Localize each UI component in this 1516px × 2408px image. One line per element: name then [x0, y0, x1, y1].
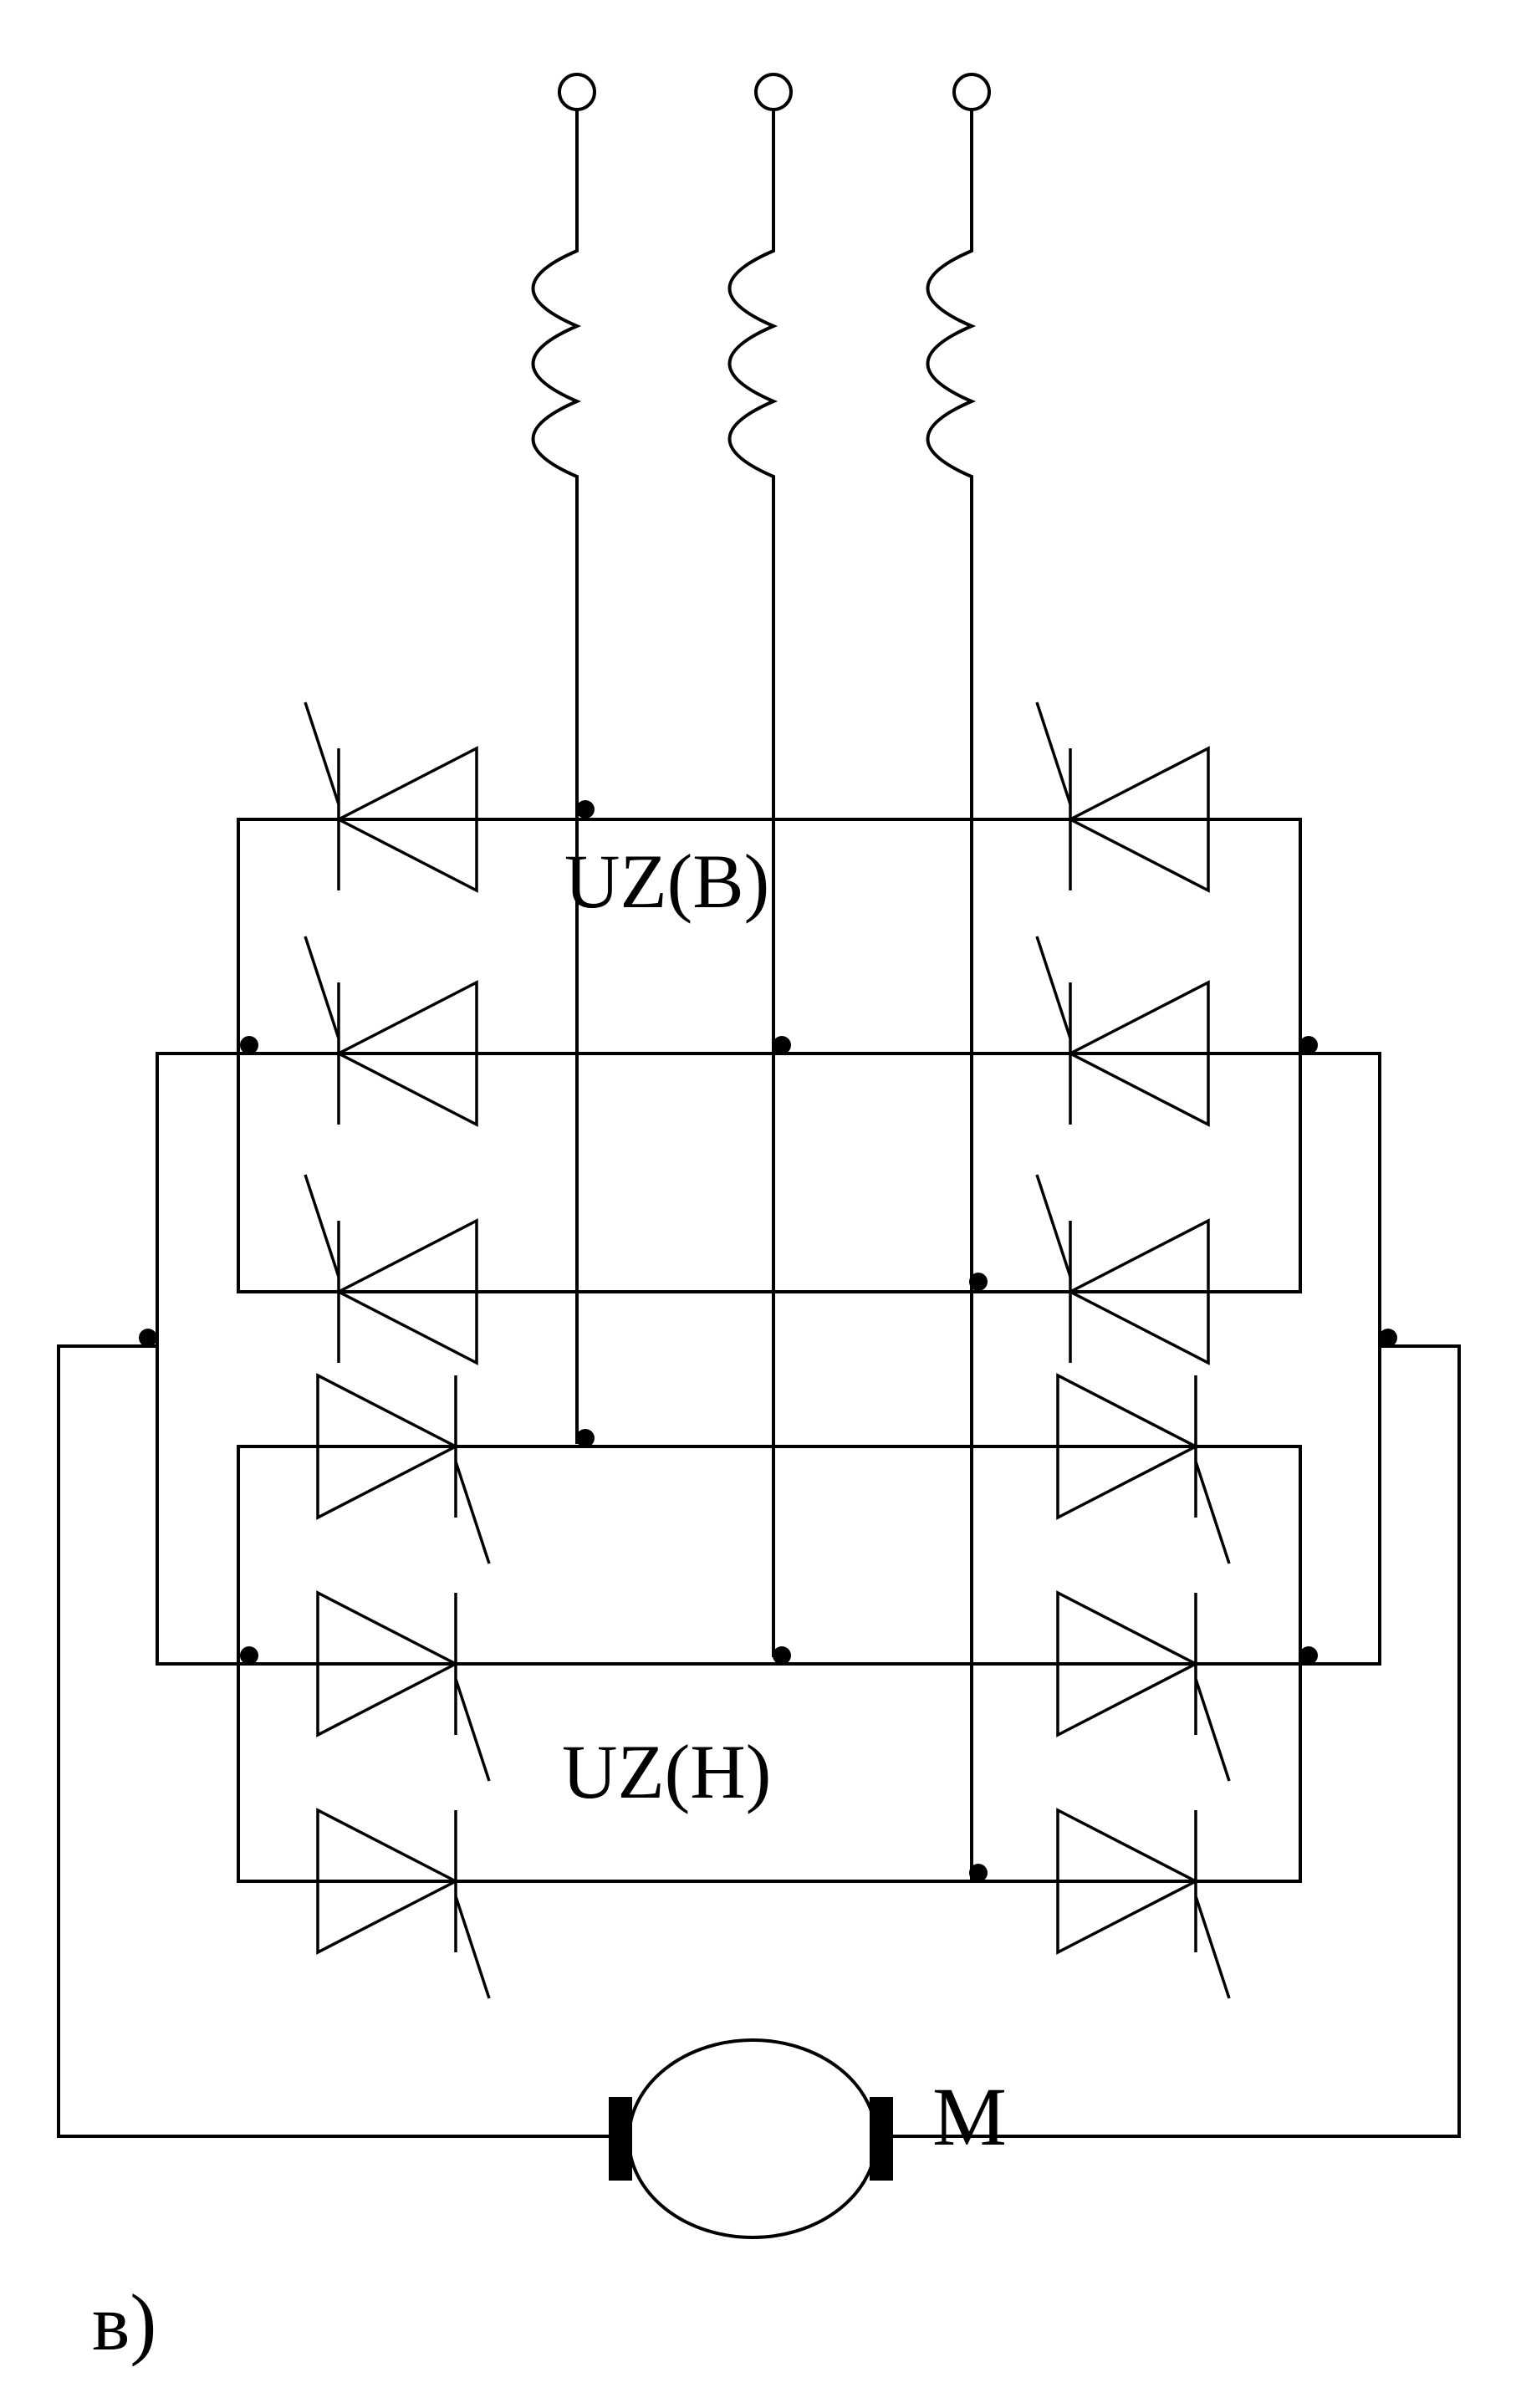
junction-dot [1299, 1646, 1318, 1665]
thyristor-lower-1 [316, 1373, 491, 1564]
reactor-phase-c [926, 108, 977, 821]
motor-right-lead [881, 1344, 1461, 2138]
thyristors [304, 701, 1231, 1999]
thyristor-upper-5 [304, 1174, 478, 1365]
thyristor-lower-5 [316, 1808, 491, 1999]
thyristor-upper-2 [1035, 701, 1210, 893]
junction-dot [1379, 1329, 1397, 1347]
figure-label: в) [92, 2278, 156, 2367]
junction-dot [576, 1429, 595, 1447]
upper-bridge-label: UZ(B) [564, 839, 769, 924]
thyristor-lower-6 [1056, 1808, 1231, 1999]
motor-label: M [932, 2070, 1007, 2163]
motor-left-lead [57, 1344, 612, 2138]
supply-terminal-phase-a [558, 73, 596, 111]
motor-brush-right [870, 2097, 893, 2181]
lower-bridge-wiring [156, 1445, 1381, 1883]
junction-dot [240, 1646, 258, 1665]
supply-terminal-phase-c [952, 73, 991, 111]
upper-bridge-wiring [156, 818, 1381, 1666]
thyristor-lower-4 [1056, 1590, 1231, 1782]
thyristor-upper-6 [1035, 1174, 1210, 1365]
junction-dot [969, 1864, 988, 1882]
line-reactors [531, 108, 977, 821]
motor-circuit [57, 1344, 1461, 2239]
motor-brush-left [609, 2097, 632, 2181]
supply-terminals [558, 73, 991, 111]
lower-bridge-label: UZ(H) [562, 1729, 771, 1814]
junction-dot [1299, 1036, 1318, 1054]
thyristor-upper-4 [1035, 936, 1210, 1127]
thyristor-lower-3 [316, 1590, 491, 1782]
thyristor-upper-3 [304, 936, 478, 1127]
junction-dot [773, 1036, 791, 1054]
junction-dots [139, 800, 1397, 1882]
junction-dot [576, 800, 595, 819]
junction-dot [139, 1329, 157, 1347]
reactor-phase-b [727, 108, 778, 821]
junction-dot [773, 1646, 791, 1665]
supply-terminal-phase-b [754, 73, 793, 111]
junction-dot [969, 1273, 988, 1291]
thyristor-lower-2 [1056, 1373, 1231, 1564]
junction-dot [240, 1036, 258, 1054]
motor-symbol [627, 2038, 878, 2239]
phase-lines [575, 809, 973, 1883]
thyristor-upper-1 [304, 701, 478, 893]
reactor-phase-a [531, 108, 582, 821]
